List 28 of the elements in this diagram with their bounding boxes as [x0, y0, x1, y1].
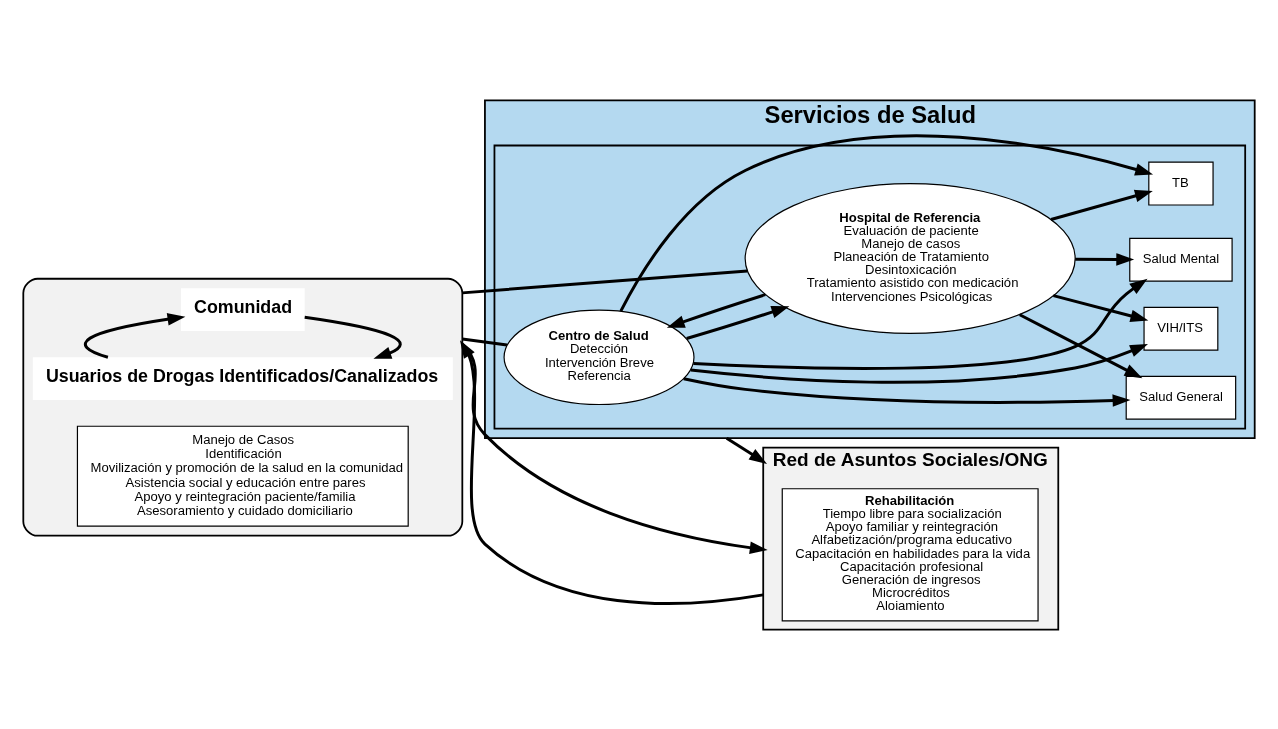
- arrow: [693, 278, 1148, 370]
- node-box: Salud General: [1125, 375, 1237, 420]
- connector: [462, 337, 508, 347]
- arrow: [666, 292, 766, 328]
- arrow: [725, 436, 767, 464]
- cluster: [493, 144, 1247, 430]
- arrow: [1053, 293, 1149, 322]
- arrow: [690, 343, 1148, 384]
- node-box: Salud Mental: [1129, 237, 1233, 282]
- arrow: [83, 312, 186, 359]
- node-box: Usuarios de Drogas Identificados/Canalizados: [32, 356, 453, 400]
- arrow: [1050, 189, 1153, 221]
- node-box: TB: [1148, 161, 1214, 206]
- node-ellipse: Centro de Salud Detección Intervención Breve Referencia: [503, 308, 695, 405]
- connector: [462, 268, 748, 294]
- node-box: Comunidad: [180, 287, 305, 331]
- arrow: [460, 339, 764, 605]
- node-box: VIH/ITS: [1143, 306, 1219, 351]
- arrow: [683, 376, 1131, 407]
- cluster: [22, 277, 464, 537]
- node-box: Rehabilitación Tiempo libre para socialización Apoyo familiar y reintegración Alfabetización/programa educativo Capacitación en habilidades para la vida Capacitación profesional Generación de ingresos Microcréditos Aloiamiento: [781, 487, 1039, 621]
- arrow: [686, 305, 790, 340]
- arrow: [304, 315, 402, 359]
- arrow: [619, 133, 1154, 312]
- node-box: Manejo de Casos Identificación Movilización y promoción de la salud en la comunidad Asistencia social y educación entre pares Apoyo y reintegración paciente/familia Asesoramiento y cuidado domiciliario: [76, 425, 409, 527]
- arrow: [1019, 312, 1143, 378]
- node-ellipse: Hospital de Referencia Evaluación de paciente Manejo de casos Planeación de Tratamiento Desintoxicación Tratamiento asistido con medicación Intervenciones Psicológicas: [744, 182, 1076, 334]
- arrow: [1075, 252, 1135, 266]
